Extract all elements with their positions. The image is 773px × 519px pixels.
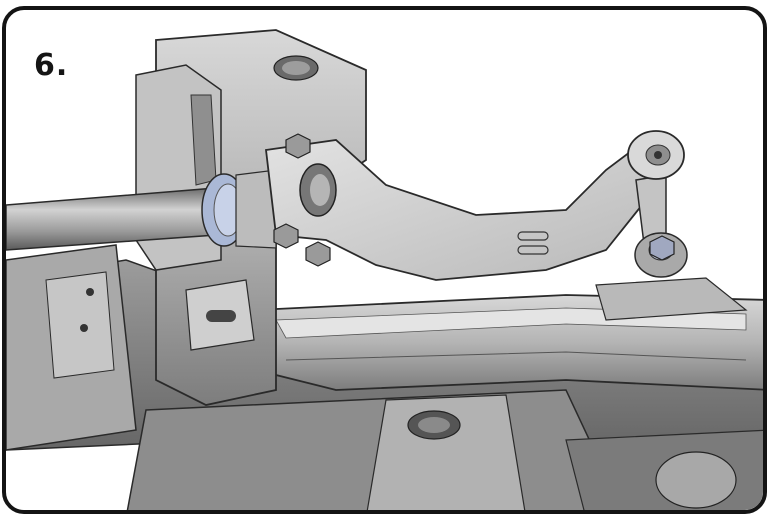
bolt-nut-icon xyxy=(273,133,675,267)
suspension-illustration xyxy=(6,29,763,510)
step-number: 6. xyxy=(34,48,69,83)
frame-rail-icon xyxy=(6,244,137,451)
figure-frame: 6. xyxy=(2,6,767,514)
lower-control-arm-icon xyxy=(255,277,763,391)
bushing-icon xyxy=(201,169,277,249)
sway-bar-end-link-arm-icon xyxy=(265,138,668,281)
